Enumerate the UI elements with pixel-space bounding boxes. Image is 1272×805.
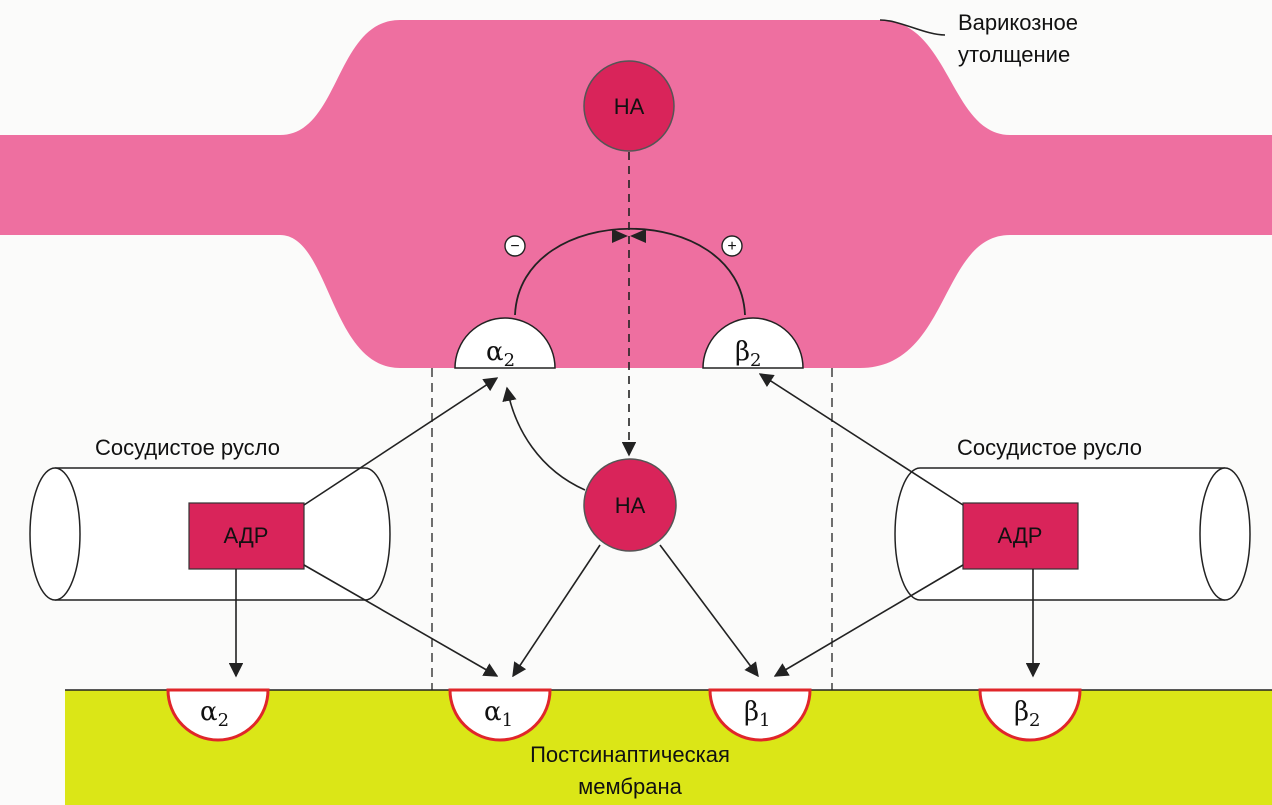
na-released: НА (583, 458, 677, 552)
arrow-na-to-post-beta1 (659, 544, 759, 678)
svg-text:α1: α1 (484, 697, 513, 731)
pre-alpha2-receptor: α2 (454, 317, 556, 371)
svg-text:−: − (510, 238, 519, 255)
vessel-right-label: Сосудистое русло (957, 435, 1142, 460)
membrane-label: Постсинаптическая (530, 742, 730, 767)
varicose-label-2: утолщение (958, 42, 1070, 67)
axon-varicosity (0, 20, 1272, 368)
arrow-adr-left-to-post-alpha1 (303, 564, 499, 677)
arrows (228, 373, 1041, 678)
svg-text:+: + (727, 238, 736, 255)
arrow-na-to-post-alpha1 (512, 544, 601, 678)
na-vesicle: НА (583, 60, 675, 152)
post-beta2-receptor: β2 (978, 688, 1082, 742)
vessel-left-label: Сосудистое русло (95, 435, 280, 460)
svg-text:β1: β1 (744, 697, 770, 731)
svg-text:α2: α2 (200, 697, 229, 731)
post-alpha1-receptor: α1 (448, 688, 552, 742)
plus-sign-icon: + (721, 235, 743, 257)
svg-text:β2: β2 (735, 337, 761, 371)
arrow-adr-right-to-pre-beta2 (758, 373, 964, 506)
svg-text:АДР: АДР (224, 523, 269, 548)
arrow-adr-left-to-pre-alpha2 (303, 377, 499, 506)
arrow-adr-right-to-post-beta1 (773, 564, 964, 677)
svg-text:β2: β2 (1014, 697, 1040, 731)
varicose-label: Варикозное (958, 10, 1078, 35)
svg-text:АДР: АДР (998, 523, 1043, 548)
svg-text:α2: α2 (486, 337, 515, 371)
svg-text:НА: НА (614, 94, 645, 119)
release-valve-icon (612, 229, 646, 243)
varicose-leader-line (879, 19, 946, 36)
feedback-arc (514, 227, 746, 316)
adr-right: АДР (962, 502, 1079, 570)
adr-left: АДР (188, 502, 305, 570)
pre-beta2-receptor: β2 (702, 317, 804, 371)
minus-sign-icon: − (504, 235, 526, 257)
post-beta1-receptor: β1 (708, 688, 812, 742)
arrow-na-to-pre-alpha2 (502, 386, 586, 491)
membrane-label-2: мембрана (578, 774, 682, 799)
svg-text:НА: НА (615, 493, 646, 518)
post-alpha2-receptor: α2 (166, 688, 270, 742)
